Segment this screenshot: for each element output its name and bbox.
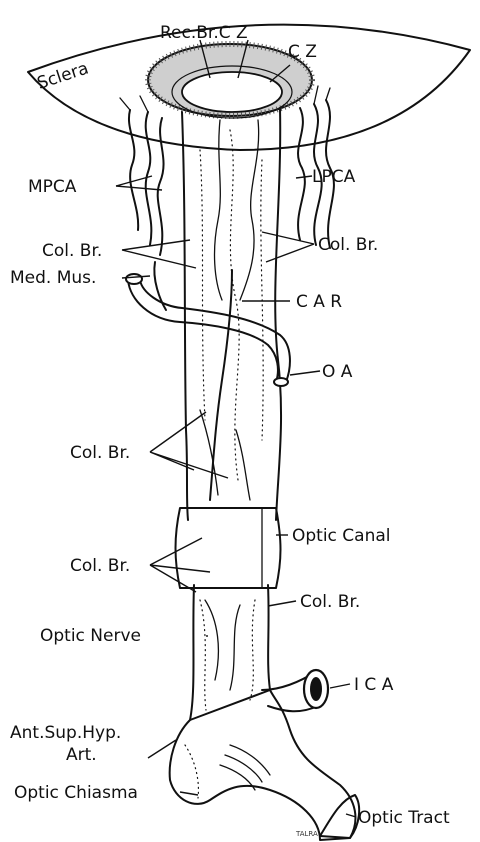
ica-vessel: [262, 670, 328, 711]
optic-chiasma: [170, 690, 356, 840]
label-med-mus: Med. Mus.: [10, 268, 96, 288]
label-lpca: LPCA: [312, 167, 356, 187]
label-cz: C Z: [288, 42, 317, 62]
optic-canal-band: [176, 508, 281, 588]
label-mpca: MPCA: [28, 177, 77, 197]
collateral-branches: [200, 410, 250, 690]
label-oa: O A: [322, 362, 353, 382]
label-col-br-upper-left: Col. Br.: [42, 241, 102, 261]
label-col-br-upper-right: Col. Br.: [318, 235, 378, 255]
ophthalmic-artery: [126, 274, 290, 386]
label-optic-chiasma: Optic Chiasma: [14, 783, 138, 803]
label-ant-sup-hyp-line2: Art.: [66, 745, 97, 765]
label-car: C A R: [296, 292, 342, 312]
label-col-br-lower-right: Col. Br.: [300, 592, 360, 612]
label-sclera: Sclera: [35, 59, 91, 94]
mpca-vessels: [120, 96, 164, 255]
central-retinal-artery: [210, 120, 259, 500]
label-ant-sup-hyp-line1: Ant.Sup.Hyp.: [10, 723, 121, 743]
label-col-br-middle: Col. Br.: [70, 443, 130, 463]
label-optic-tract: Optic Tract: [358, 808, 450, 828]
label-ica: I C A: [354, 675, 394, 695]
label-optic-canal: Optic Canal: [292, 526, 391, 546]
artist-signature: TALRA: [295, 830, 318, 838]
optic-nerve-trunk: [182, 108, 281, 720]
label-rec-br-cz: Rec.Br.C Z: [160, 23, 248, 43]
label-optic-nerve: Optic Nerve: [40, 626, 141, 646]
label-col-br-lower-left: Col. Br.: [70, 556, 130, 576]
